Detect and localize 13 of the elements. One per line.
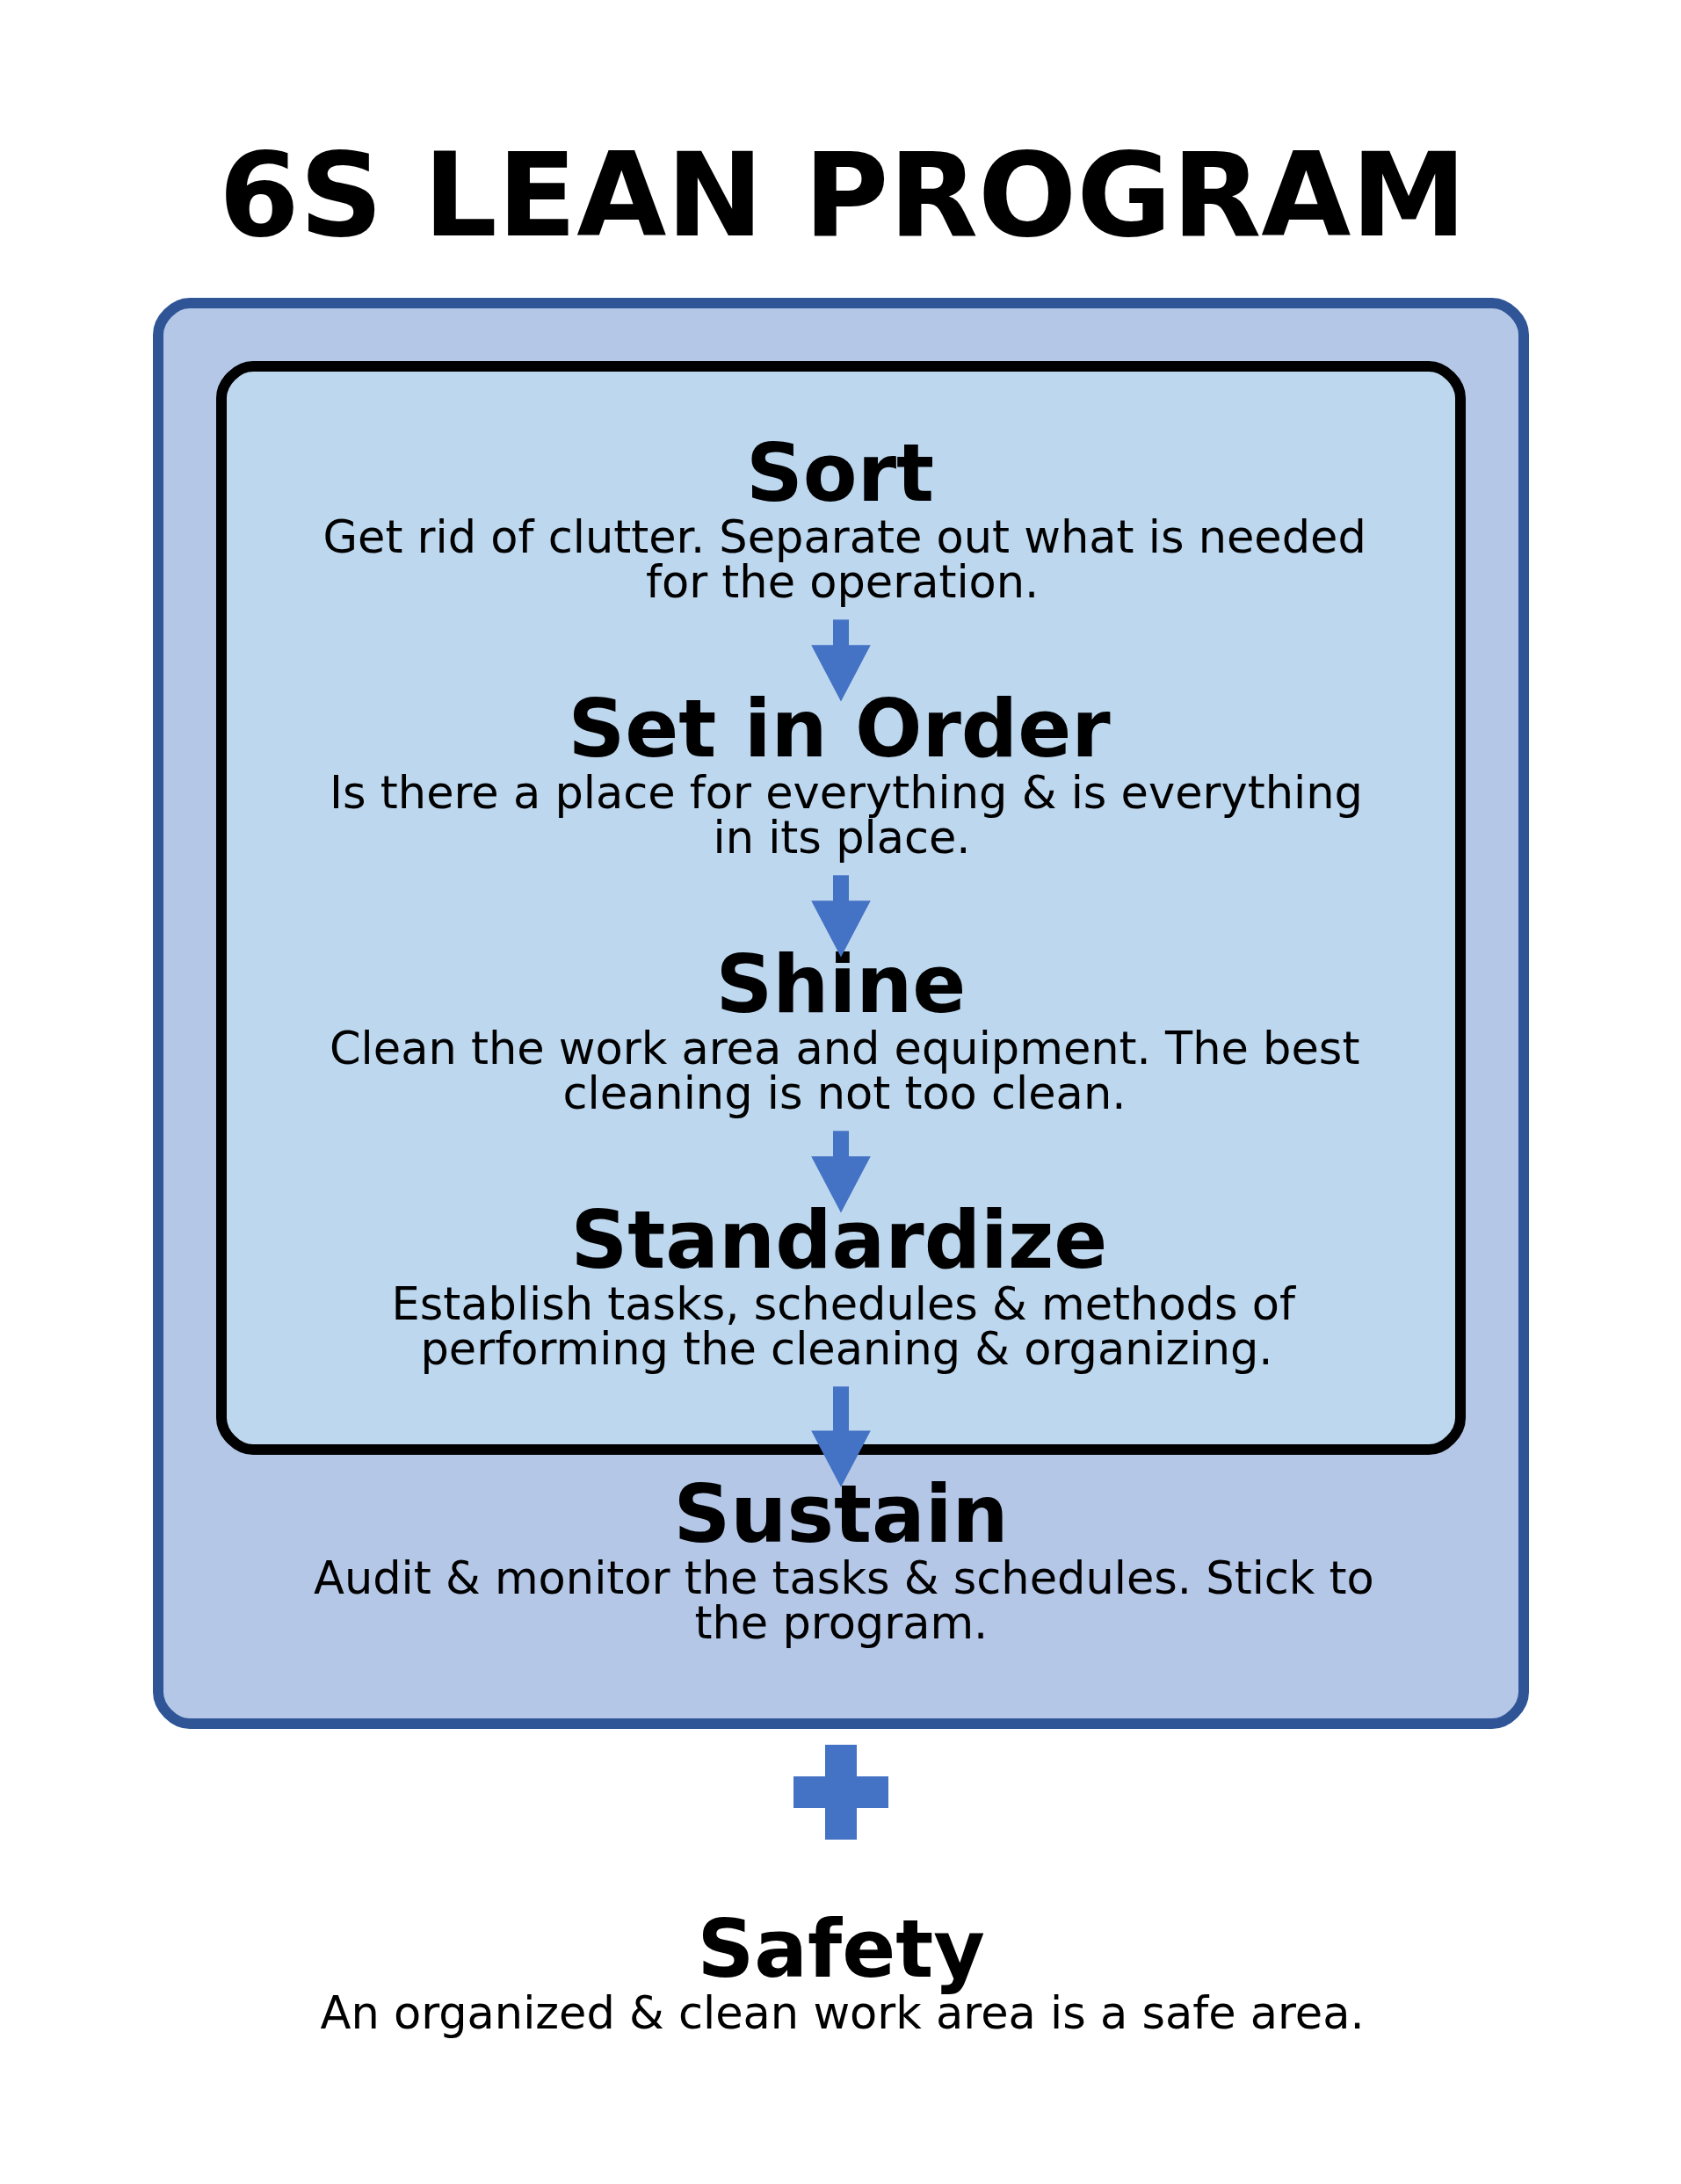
- node-text: Safety An organized & clean work area is a safe area.: [320, 1902, 1365, 2039]
- node-text: Sustain Audit & monitor the tasks & schedules. Stick to the program.: [313, 1467, 1374, 1649]
- node-text: Standardize Establish tasks, schedules & methods of performing the cleaning & organizing.: [391, 1193, 1295, 1375]
- node-text: Sort Get rid of clutter. Separate out what is needed for the operation.: [322, 426, 1366, 608]
- diagram-title: 6S LEAN PROGRAM: [218, 127, 1467, 263]
- arrow: [810, 1385, 871, 1487]
- cluster: [152, 297, 1529, 1729]
- arrow: [810, 618, 871, 702]
- node-text: Set in Order Is there a place for everything & is everything in its place.: [329, 682, 1363, 864]
- cluster: [215, 360, 1466, 1455]
- node-text: Shine Clean the work area and equipment. The best cleaning is not too clean.: [329, 937, 1359, 1119]
- arrow: [810, 1130, 871, 1213]
- arrow: [810, 874, 871, 958]
